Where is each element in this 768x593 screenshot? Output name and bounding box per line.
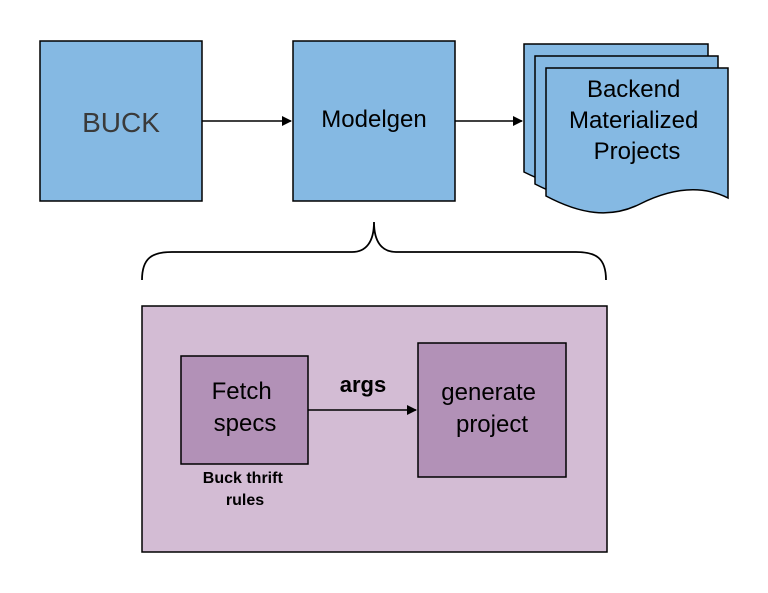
- buck-box: [39, 40, 203, 202]
- generate-project-box: [417, 342, 567, 478]
- backend-projects-node: Backend Materialized Projects: [523, 43, 729, 214]
- fetch-specs-line-2: specs: [214, 410, 277, 437]
- generate-project-node: generate project: [417, 342, 567, 478]
- fetch-specs-line-1: Fetch: [212, 378, 272, 405]
- buck-label: BUCK: [82, 107, 160, 138]
- generate-project-line-1: generate: [441, 379, 536, 406]
- fetch-specs-caption-line-1: Buck thrift: [203, 470, 284, 487]
- fetch-specs-label: Fetch specs: [212, 378, 279, 437]
- modelgen-label: Modelgen: [321, 106, 426, 133]
- backend-label: Backend Materialized Projects: [569, 76, 705, 165]
- generate-project-label: generate project: [441, 379, 542, 438]
- fetch-specs-caption-line-2: rules: [226, 492, 264, 509]
- fetch-specs-node: Fetch specs Buck thrift rules: [180, 355, 309, 509]
- args-label: args: [340, 372, 386, 397]
- backend-label-line-1: Backend: [587, 76, 680, 103]
- backend-label-line-2: Materialized: [569, 107, 698, 134]
- fetch-specs-box: [180, 355, 309, 465]
- generate-project-line-2: project: [456, 411, 528, 438]
- buck-node: BUCK: [39, 40, 203, 202]
- curly-brace: [141, 221, 607, 281]
- backend-label-line-3: Projects: [594, 138, 681, 165]
- modelgen-node: Modelgen: [292, 40, 456, 202]
- fetch-specs-caption: Buck thrift rules: [203, 470, 287, 509]
- document-front: [545, 67, 729, 214]
- modelgen-box: [292, 40, 456, 202]
